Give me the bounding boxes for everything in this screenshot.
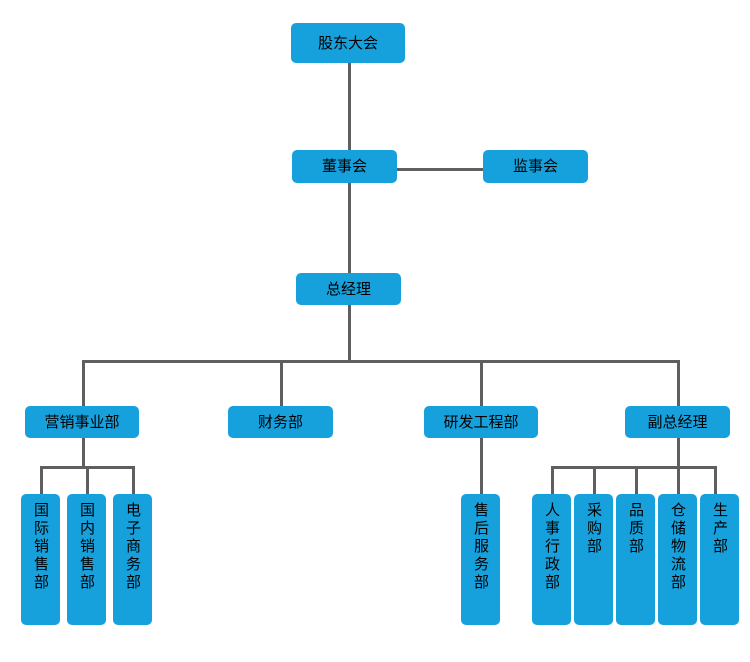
node-deputy-general-manager[interactable]: 副总经理 — [625, 406, 730, 438]
node-label: 售后服务部 — [472, 502, 490, 592]
connector-drop-international-sales — [40, 466, 43, 494]
node-purchasing-department[interactable]: 采购部 — [574, 494, 613, 625]
connector-level4-bus — [82, 360, 680, 363]
node-domestic-sales-department[interactable]: 国内销售部 — [67, 494, 106, 625]
connector-deputy-drop — [677, 437, 680, 466]
node-label: 采购部 — [585, 502, 603, 556]
connector-drop-purchasing — [593, 466, 596, 494]
node-warehouse-logistics-department[interactable]: 仓储物流部 — [658, 494, 697, 625]
connector-drop-deputy — [677, 360, 680, 406]
node-label: 研发工程部 — [443, 412, 519, 431]
node-general-manager[interactable]: 总经理 — [296, 273, 401, 305]
connector-drop-quality — [635, 466, 638, 494]
node-label: 品质部 — [627, 502, 645, 556]
node-label: 监事会 — [512, 157, 558, 175]
connector-general-manager-drop — [348, 304, 351, 362]
node-label: 国内销售部 — [78, 502, 96, 592]
connector-board-to-general-manager — [348, 182, 351, 274]
node-after-sales-service-department[interactable]: 售后服务部 — [461, 494, 500, 625]
node-finance-department[interactable]: 财务部 — [228, 406, 333, 438]
node-label: 总经理 — [325, 279, 371, 298]
connector-drop-rd — [480, 360, 483, 406]
connector-drop-production — [714, 466, 717, 494]
node-board-of-supervisors[interactable]: 监事会 — [483, 150, 588, 183]
connector-drop-marketing — [82, 360, 85, 406]
connector-drop-warehouse — [677, 466, 680, 494]
node-label: 股东大会 — [317, 33, 378, 52]
node-marketing-division[interactable]: 营销事业部 — [25, 406, 139, 438]
node-rd-engineering-department[interactable]: 研发工程部 — [424, 406, 538, 438]
node-label: 生产部 — [711, 502, 729, 556]
connector-deputy-bus — [551, 466, 717, 469]
connector-drop-domestic-sales — [86, 466, 89, 494]
connector-drop-hr — [551, 466, 554, 494]
node-label: 财务部 — [257, 412, 303, 431]
connector-drop-finance — [280, 360, 283, 406]
connector-marketing-drop — [82, 437, 85, 466]
node-label: 营销事业部 — [44, 412, 120, 431]
node-international-sales-department[interactable]: 国际销售部 — [21, 494, 60, 625]
node-quality-department[interactable]: 品质部 — [616, 494, 655, 625]
node-label: 国际销售部 — [32, 502, 50, 592]
node-label: 人事行政部 — [543, 502, 561, 592]
connector-shareholders-to-board — [348, 63, 351, 155]
node-hr-administration-department[interactable]: 人事行政部 — [532, 494, 571, 625]
node-board-of-directors[interactable]: 董事会 — [292, 150, 397, 183]
node-label: 电子商务部 — [124, 502, 142, 592]
connector-board-to-supervisors — [396, 168, 484, 171]
node-label: 副总经理 — [647, 412, 708, 431]
connector-drop-ecommerce — [132, 466, 135, 494]
node-shareholders-meeting[interactable]: 股东大会 — [291, 23, 405, 63]
node-production-department[interactable]: 生产部 — [700, 494, 739, 625]
connector-rd-to-after-sales — [480, 437, 483, 494]
node-ecommerce-department[interactable]: 电子商务部 — [113, 494, 152, 625]
node-label: 董事会 — [321, 157, 367, 175]
node-label: 仓储物流部 — [669, 502, 687, 592]
